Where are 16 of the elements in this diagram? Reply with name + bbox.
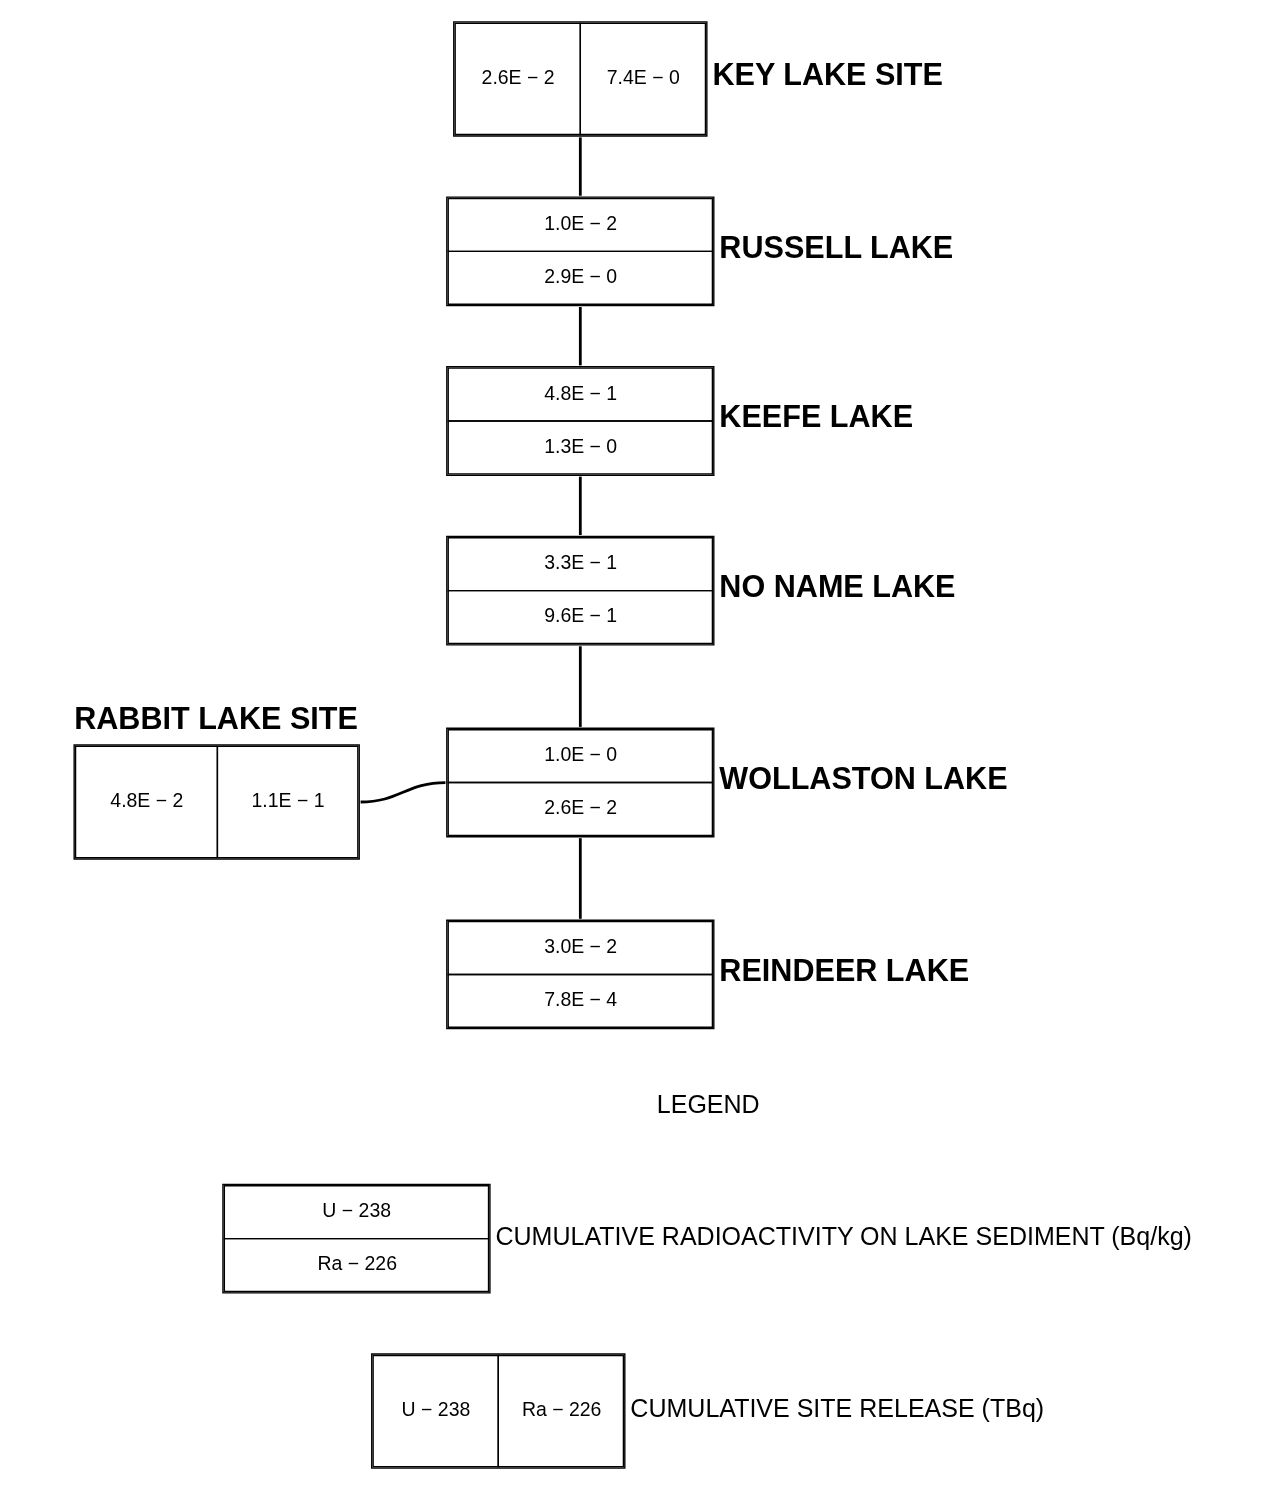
node-label: WOLLASTON LAKE — [718, 760, 1008, 795]
node-label: RUSSELL LAKE — [718, 229, 953, 264]
connector — [578, 307, 582, 366]
label: LEGEND — [656, 1089, 760, 1118]
node-label: NO NAME LAKE — [718, 569, 956, 604]
connector — [578, 838, 582, 919]
node-label: CUMULATIVE SITE RELEASE (TBq) — [629, 1394, 1044, 1423]
node-label: REINDEER LAKE — [718, 952, 969, 987]
node-label: CUMULATIVE RADIOACTIVITY ON LAKE SEDIMENT (Bq/kg) — [494, 1221, 1192, 1250]
connector — [578, 137, 582, 196]
connector — [360, 781, 445, 804]
node-label: KEEFE LAKE — [718, 399, 913, 434]
node-label: RABBIT LAKE SITE — [73, 701, 358, 736]
node-label: KEY LAKE SITE — [711, 57, 943, 92]
connector — [578, 476, 582, 536]
connector — [578, 646, 582, 727]
